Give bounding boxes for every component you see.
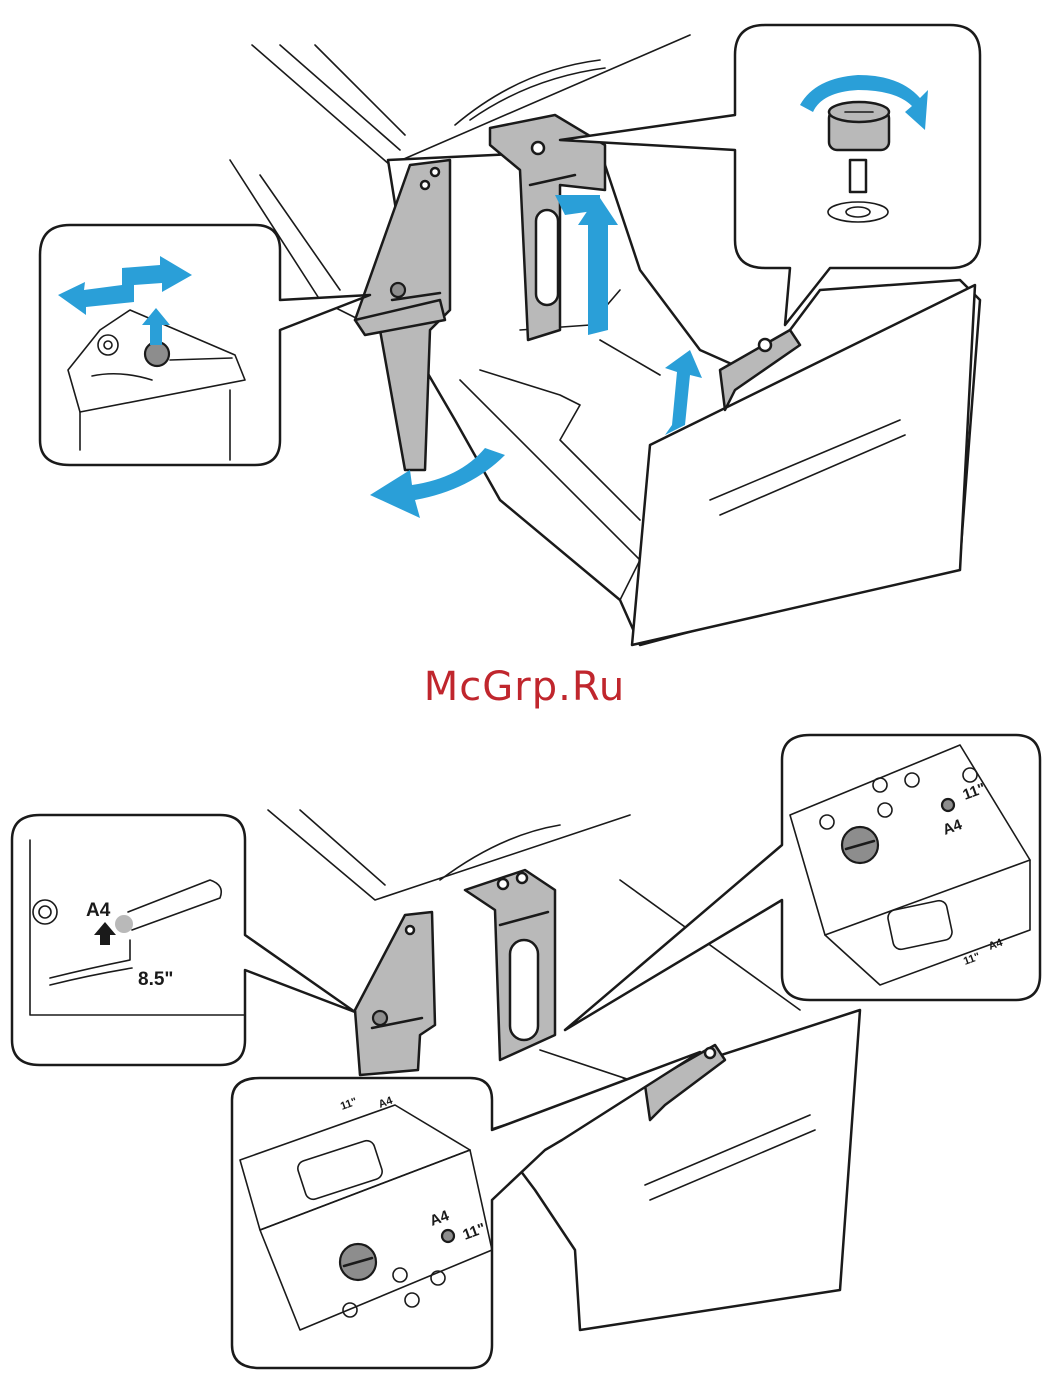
bottom-tray <box>490 1010 860 1330</box>
inset-left-85-label: 8.5" <box>138 969 173 990</box>
bottom-left-inset: A4 8.5" <box>12 815 355 1065</box>
bottom-figure: A4 8.5" 11" A4 11" A4 <box>12 735 1040 1368</box>
inset-left-a4-label: A4 <box>86 900 111 921</box>
bottom-right-inset: 11" A4 11" A4 <box>565 735 1040 1030</box>
swing-guide-arrow-icon <box>370 448 505 518</box>
bottom-rear-guide <box>465 870 555 1060</box>
bottom-left-guide <box>355 912 435 1075</box>
top-figure <box>40 25 980 645</box>
top-left-guide <box>355 160 450 470</box>
watermark-text: McGrp.Ru <box>0 664 1049 710</box>
